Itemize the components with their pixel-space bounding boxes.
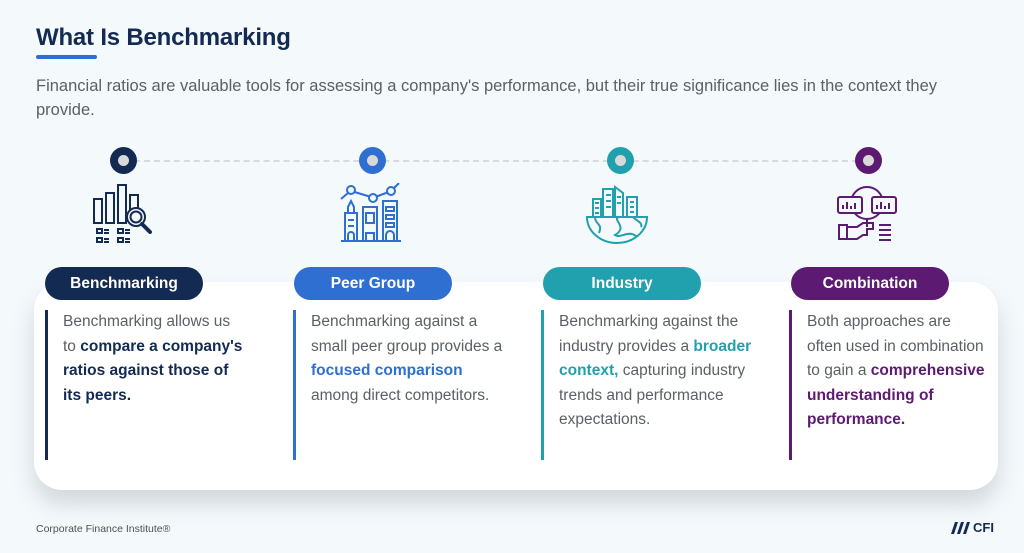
desc-highlight: comprehensive understanding of performan… (807, 362, 985, 428)
timeline-dot-benchmarking (110, 147, 137, 174)
bar-chart-magnifier-icon (93, 184, 152, 243)
description-peer-group: Benchmarking against a small peer group … (293, 310, 503, 460)
description-benchmarking: Benchmarking allows us to compare a comp… (45, 310, 245, 460)
desc-text: Benchmarking allows us to (63, 313, 231, 355)
title-underline (36, 55, 97, 59)
desc-highlight: broader context, (559, 337, 752, 380)
page-title: What Is Benchmarking (36, 24, 291, 51)
desc-text: Both approaches are often used in combin… (807, 313, 984, 379)
timeline-dot-peer-group (359, 147, 386, 174)
description-combination: Both approaches are often used in combin… (789, 310, 989, 460)
page-subtitle: Financial ratios are valuable tools for … (36, 77, 938, 119)
pill-peer-group: Peer Group (294, 267, 452, 300)
cfi-logo: CFI (948, 520, 994, 535)
hand-magnifier-charts-icon (837, 186, 897, 241)
globe-city-icon (585, 185, 649, 244)
desc-text-after: among direct competitors. (311, 386, 490, 404)
timeline-dot-industry (607, 147, 634, 174)
desc-text: Benchmarking against the industry provid… (559, 313, 739, 355)
pill-industry: Industry (543, 267, 701, 300)
timeline-dashed-line (124, 160, 868, 162)
cfi-logo-text: CFI (973, 520, 994, 535)
pill-benchmarking: Benchmarking (45, 267, 203, 300)
desc-text-after: capturing industry trends and performanc… (559, 362, 746, 428)
desc-text: Benchmarking against a small peer group … (311, 313, 503, 355)
footer-credit: Corporate Finance Institute® (36, 523, 171, 535)
desc-highlight: focused comparison (311, 362, 463, 379)
cfi-logo-mark-icon (951, 521, 970, 534)
buildings-line-chart-icon (340, 183, 401, 242)
content-card (34, 282, 998, 490)
pill-combination: Combination (791, 267, 949, 300)
timeline-dot-combination (855, 147, 882, 174)
description-industry: Benchmarking against the industry provid… (541, 310, 756, 460)
desc-highlight: compare a company's ratios against those… (63, 337, 243, 404)
